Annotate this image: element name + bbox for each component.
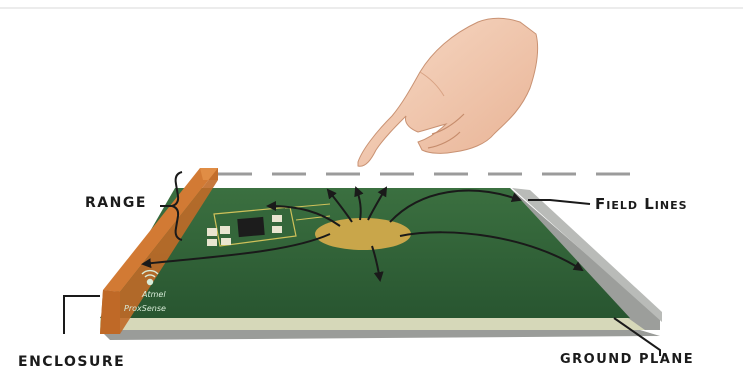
pointing-hand-icon: [358, 18, 538, 166]
board-brand-line2: ProxSense: [124, 304, 166, 313]
board-edge: [100, 318, 645, 330]
enclosure-label: ENCLOSURE: [18, 354, 125, 370]
board-brand-line1: Atmel: [142, 290, 166, 299]
field-lines-label: Field Lines: [595, 195, 688, 213]
ic-chip: [237, 217, 264, 237]
range-label: RANGE: [85, 195, 147, 211]
ground-plane-label: GROUND PLANE: [560, 352, 694, 367]
